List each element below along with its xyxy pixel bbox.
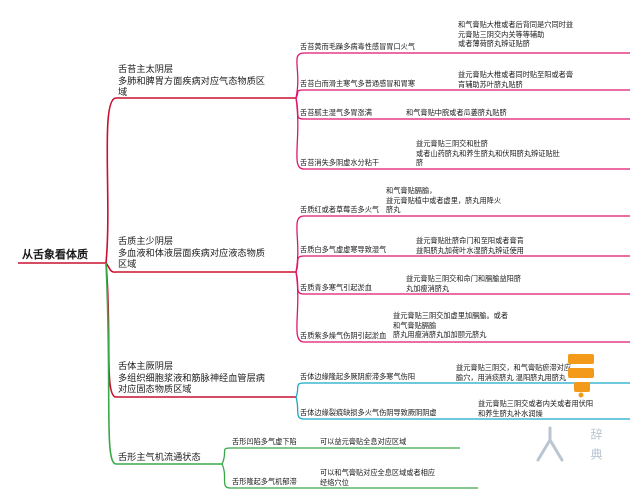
b2-detail-1: 和气膏贴膈腧， 益元膏贴植中或者虚里，脐丸用降火 脐丸: [386, 186, 502, 214]
b2-detail-4: 益元膏贴三阴交加虚里加膈腧。或者 和气膏贴膈腧 脐丸用瘦消脐丸加加颐元脐丸: [393, 311, 509, 339]
b1-child-1: 舌苔黄而毛躁多病毒性感冒胃口火气: [300, 42, 416, 51]
branch-b2-label: 舌质主少阴层 多血液和体液层面疾病对应液态物质 区域: [118, 236, 265, 270]
b4-child-2: 舌形隆起多气机郁滞: [232, 477, 297, 486]
connector-b3-c2: [295, 396, 475, 420]
connector-b4-c2: [221, 463, 316, 489]
b2-detail-3: 益元膏贴三阴交和命门和膈腧益阳脐 丸加瘦消脐丸: [406, 274, 522, 293]
b4-detail-1: 可以益元膏贴全息对应区域: [320, 437, 407, 446]
connector-b1-c4: [295, 97, 413, 170]
connector-root-b2: [105, 262, 296, 273]
branch-b1-label: 舌苔主太阴层 多肺和脾胃方面疾病对应气态物质区 域: [118, 64, 265, 98]
b1-detail-4: 益元膏贴三阴交和肚脐 或者山药脐丸和养生脐丸和伏阳脐丸辨证贴肚 脐: [416, 139, 560, 167]
b3-child-2: 舌体边缘裂痕缺损多火气伤阴导致厥阴阴虚: [300, 408, 437, 417]
root-topic: 从舌象看体质: [22, 248, 88, 261]
b1-detail-3: 和气膏贴中脘或者瓜蒌脐丸贴脐: [406, 108, 507, 117]
b4-child-1: 舌形凹陷多气虚下陷: [232, 437, 297, 446]
watermark-figure-icon: [536, 426, 564, 462]
b1-detail-1: 和气膏贴大椎或者后背同是穴同时益 元膏贴三阴交内关等等辅助 或者薄荷脐丸辨证贴脐: [458, 20, 574, 48]
connector-root-b4: [105, 262, 222, 465]
connector-b2-c1: [295, 215, 382, 273]
connector-root-b1: [105, 97, 296, 264]
b2-detail-2: 益元膏贴肚脐命门和至阳或者膏肓 益阳脐丸加荷叶水湿脐丸辨证使用: [416, 236, 524, 255]
b1-detail-2: 益元膏贴大椎或者同时贴至阳或者膏 肓辅助苏叶脐丸贴脐: [458, 70, 574, 89]
connector-b2-c4: [295, 271, 390, 343]
b3-child-1: 舌体边缘隆起多厥阴瘀滞多寒气伤阳: [300, 372, 416, 381]
connector-b1-c2: [295, 89, 456, 99]
connector-b1-c1: [295, 52, 456, 99]
connector-b3-c1: [295, 382, 452, 398]
connector-b2-c2: [295, 255, 413, 273]
b2-child-1: 舌质红或者草莓舌多火气: [300, 205, 380, 214]
branch-b4-label: 舌形主气机流通状态: [118, 452, 201, 463]
b3-detail-1: 益元膏贴三阴交，和气膏贴瘀滞对应 腧穴，用消痰脐丸 温阳脐丸用脐丸: [456, 363, 572, 382]
brand-logo-icon: [568, 354, 594, 398]
b1-child-2: 舌苔白而滑主寒气多普通感冒和胃寒: [300, 79, 416, 88]
b1-child-3: 舌苔腻主湿气多胃涨满: [300, 108, 372, 117]
b2-child-2: 舌质白多气虚虚寒导致湿气: [300, 245, 387, 254]
b2-child-4: 舌质紫多燥气伤阴引起淤血: [300, 331, 387, 340]
branch-b3-label: 舌体主厥阴层 多组织细胞浆液和筋脉神经血管层病 对应固态物质区域: [118, 361, 265, 395]
b3-detail-2: 益元膏贴三阴交或者内关或者用伏阳 和养生脐丸补水润燥: [478, 399, 594, 418]
b2-child-3: 舌质青多寒气引起淤血: [300, 283, 372, 292]
connector-b4-c1: [221, 447, 316, 465]
watermark-text: 辞 典: [589, 428, 603, 462]
b4-detail-2: 可以和气膏贴对应全息区域或者相应 经络穴位: [320, 468, 436, 487]
b1-child-4: 舌苔消失多阴虚水分粘干: [300, 158, 380, 167]
